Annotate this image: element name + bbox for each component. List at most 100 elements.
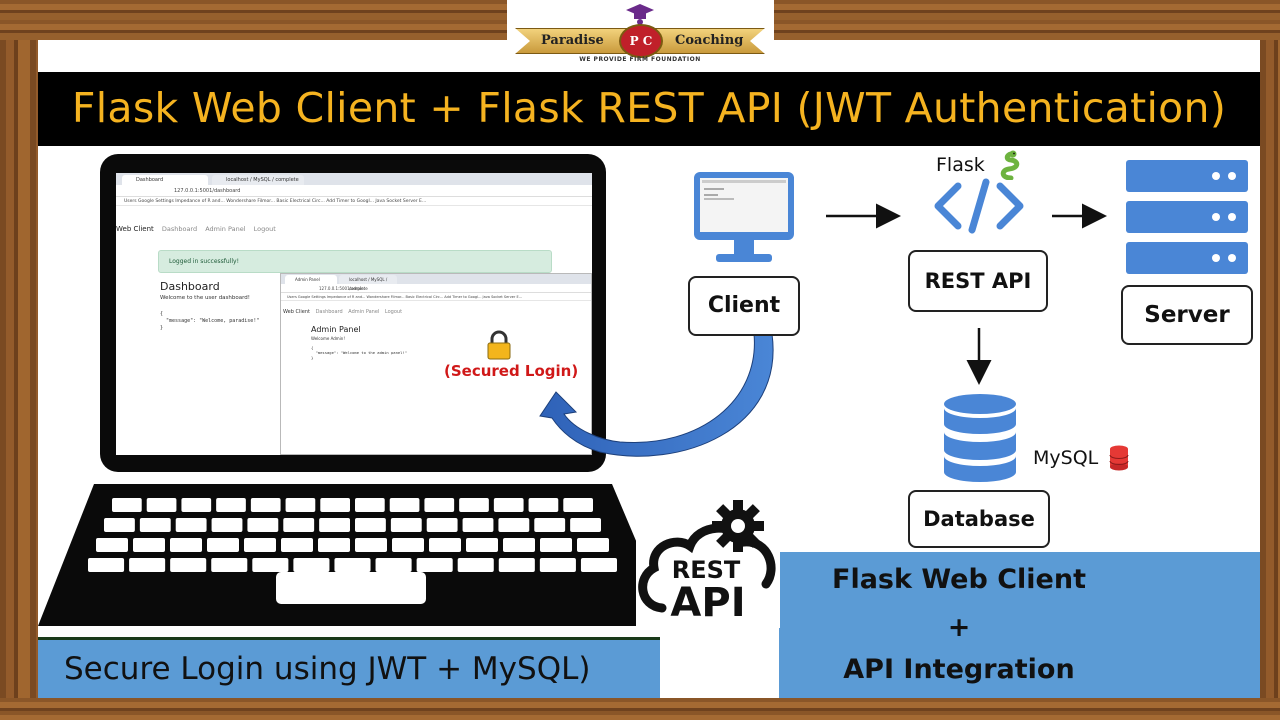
keyboard-key: [426, 518, 458, 532]
logo-right-text: Coaching: [675, 33, 744, 48]
keyboard-key: [216, 498, 246, 512]
logo-badge: P C: [619, 24, 663, 58]
keyboard-key: [96, 538, 128, 552]
keyboard-key: [146, 498, 177, 512]
keyboard-key: [462, 518, 494, 532]
keyboard-key: [139, 518, 171, 532]
keyboard-key: [498, 558, 535, 572]
app-navbar: Web Client Dashboard Admin Panel Logout: [283, 309, 406, 315]
keyboard-key: [355, 518, 386, 532]
keyboard-key: [493, 498, 524, 512]
rest-api-node: REST API: [908, 250, 1048, 312]
bottom-left-banner: Secure Login using JWT + MySQL): [38, 637, 660, 698]
keyboard-key: [389, 498, 420, 512]
browser-tabbar: Admin Panel localhost / MySQL / complete: [281, 274, 591, 291]
browser-tabbar: Dashboard localhost / MySQL / complete: [116, 173, 592, 185]
nav-brand[interactable]: Web Client: [116, 225, 154, 233]
keyboard-key: [503, 538, 535, 552]
keyboard-key: [355, 538, 387, 552]
secured-login-label: (Secured Login): [444, 362, 579, 380]
keyboard-key: [252, 558, 289, 572]
keyboard-key: [457, 558, 494, 572]
keyboard-key: [424, 498, 455, 512]
dashboard-heading: Dashboard: [160, 280, 220, 293]
keyboard-key: [247, 518, 279, 532]
api-text: API: [670, 580, 745, 626]
cloud-gear-icon: REST API: [638, 500, 776, 626]
dashboard-welcome: Welcome to the user dashboard!: [160, 295, 250, 301]
database-node: Database: [908, 490, 1050, 548]
address-bar[interactable]: 127.0.0.1:5001/admin: [281, 284, 591, 293]
bookmarks-bar[interactable]: Users Google Settings Impedance of R and…: [116, 197, 592, 206]
browser-tab-admin[interactable]: Admin Panel: [285, 275, 337, 284]
rest-text: REST: [672, 556, 741, 584]
keyboard-key: [104, 518, 135, 532]
keyboard-key: [334, 558, 371, 572]
keyboard-key: [175, 518, 207, 532]
dashboard-json: { "message": "Welcome, paradise!" }: [160, 311, 260, 331]
snake-icon: [1000, 150, 1020, 180]
page-title: Flask Web Client + Flask REST API (JWT A…: [71, 84, 1227, 132]
browser-tab-dashboard[interactable]: Dashboard: [122, 175, 208, 185]
keyboard-key: [390, 518, 422, 532]
browser-tab-mysql[interactable]: localhost / MySQL / complete: [212, 175, 304, 185]
admin-welcome: Welcome Admin!: [311, 336, 345, 341]
keyboard-key: [528, 498, 559, 512]
admin-json: { "message": "Welcome to the admin panel…: [311, 345, 408, 360]
keyboard-key: [112, 498, 142, 512]
keyboard-key: [392, 538, 424, 552]
keyboard-key: [207, 538, 239, 552]
server-node: Server: [1121, 285, 1253, 345]
keyboard-key: [319, 518, 350, 532]
nav-link-dashboard[interactable]: Dashboard: [315, 309, 343, 315]
server-rack-icon: [1126, 160, 1248, 274]
brand-logo: Paradise P C Coaching WE PROVIDE FIRM FO…: [507, 0, 774, 72]
keyboard-key: [293, 558, 330, 572]
bottom-left-text: Secure Login using JWT + MySQL): [64, 651, 591, 687]
keyboard-key: [283, 518, 315, 532]
nav-brand[interactable]: Web Client: [283, 309, 310, 315]
keyboard-key: [285, 498, 316, 512]
client-node: Client: [688, 276, 800, 336]
keyboard-key: [570, 518, 601, 532]
keyboard-key: [577, 538, 609, 552]
bottom-right-banner: Flask Web Client + API Integration: [779, 552, 1260, 698]
nav-link-dashboard[interactable]: Dashboard: [161, 225, 198, 233]
keyboard-key: [250, 498, 281, 512]
keyboard-key: [320, 498, 350, 512]
keyboard-key: [170, 558, 207, 572]
keyboard-key: [375, 558, 412, 572]
monitor-icon: [694, 172, 794, 262]
keyboard-key: [181, 498, 212, 512]
title-band: Flask Web Client + Flask REST API (JWT A…: [38, 72, 1260, 146]
nav-link-logout[interactable]: Logout: [384, 309, 403, 315]
keyboard-key: [534, 518, 566, 532]
keyboard-key: [129, 558, 166, 572]
keyboard-key: [318, 538, 350, 552]
keyboard-key: [211, 518, 243, 532]
lock-icon: [487, 330, 511, 360]
address-bar[interactable]: 127.0.0.1:5001/dashboard: [116, 185, 592, 197]
graduation-cap-icon: [626, 4, 654, 25]
keyboard-key: [539, 558, 576, 572]
keyboard-key: [466, 538, 498, 552]
mysql-label: MySQL: [1033, 447, 1099, 469]
bookmarks-bar[interactable]: Users Google Settings Impedance of R and…: [281, 293, 591, 301]
keyboard-key: [580, 558, 617, 572]
keyboard-key: [459, 498, 489, 512]
keyboard-key: [355, 498, 385, 512]
flask-label: Flask: [936, 154, 985, 176]
success-alert: Logged in successfully!: [158, 250, 552, 273]
keyboard-key: [540, 538, 572, 552]
keyboard-key: [88, 558, 125, 572]
app-navbar: Web Client Dashboard Admin Panel Logout: [116, 225, 282, 233]
nav-link-admin-panel[interactable]: Admin Panel: [205, 225, 246, 233]
banner-line-1: Flask Web Client: [832, 564, 1086, 595]
nav-link-logout[interactable]: Logout: [253, 225, 276, 233]
browser-tab-mysql[interactable]: localhost / MySQL / complete: [339, 275, 397, 291]
touchpad: [276, 572, 426, 604]
logo-tagline: WE PROVIDE FIRM FOUNDATION: [579, 56, 701, 63]
admin-heading: Admin Panel: [311, 325, 361, 334]
keyboard-key: [244, 538, 276, 552]
nav-link-admin-panel[interactable]: Admin Panel: [348, 309, 380, 315]
